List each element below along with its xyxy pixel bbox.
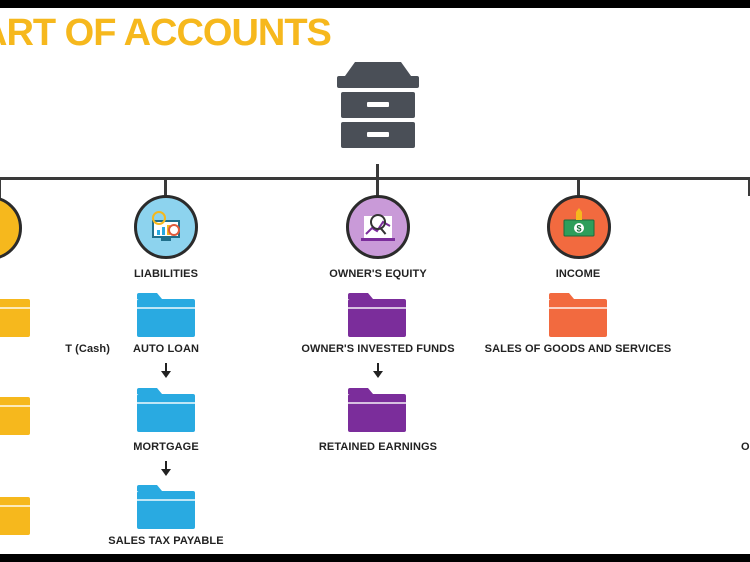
income-circle: $ xyxy=(547,195,611,259)
account-label-sales-of-goods-and-services: SALES OF GOODS AND SERVICES xyxy=(484,343,672,355)
equity-label: OWNER'S EQUITY xyxy=(329,268,427,280)
account-label-mortgage: MORTGAGE xyxy=(133,441,199,453)
account-label-sales-tax-payable: SALES TAX PAYABLE xyxy=(108,535,224,547)
account-label-auto-loan: AUTO LOAN xyxy=(132,343,200,355)
dollar-bill-icon: $ xyxy=(563,208,595,237)
expenses-account-label: O xyxy=(741,441,750,453)
income-connector xyxy=(577,178,580,196)
chart-magnifier-icon xyxy=(152,211,180,241)
page-title: ART OF ACCOUNTS xyxy=(0,12,332,54)
income-label: INCOME xyxy=(555,268,601,280)
assets-folder-icon xyxy=(0,497,30,535)
expenses-connector xyxy=(748,178,750,196)
equity-folder-icon xyxy=(348,293,406,337)
arrow-down-icon xyxy=(161,363,171,378)
liabilities-connector xyxy=(164,178,167,196)
assets-folder-icon xyxy=(0,299,30,337)
equity-folder-icon xyxy=(348,388,406,432)
assets-account-label: T (Cash) xyxy=(65,343,110,355)
income-folder-icon xyxy=(549,293,607,337)
equity-circle xyxy=(346,195,410,259)
arrow-down-icon xyxy=(373,363,383,378)
liabilities-folder-icon xyxy=(137,485,195,529)
chart-of-accounts-diagram: ART OF ACCOUNTS T (Cash) xyxy=(0,8,750,554)
assets-connector xyxy=(0,178,1,206)
liabilities-circle xyxy=(134,195,198,259)
category-connector-line xyxy=(0,177,750,180)
file-cabinet-icon xyxy=(337,62,419,148)
equity-connector xyxy=(376,178,379,196)
account-label-retained-earnings: RETAINED EARNINGS xyxy=(318,441,438,453)
assets-folder-icon xyxy=(0,397,30,435)
arrow-down-icon xyxy=(161,461,171,476)
assets-circle xyxy=(0,196,22,260)
analytics-icon xyxy=(361,214,395,241)
root-connector xyxy=(376,164,379,178)
svg-text:$: $ xyxy=(576,224,581,234)
liabilities-folder-icon xyxy=(137,293,195,337)
account-label-owners-invested-funds: OWNER'S INVESTED FUNDS xyxy=(301,343,455,355)
liabilities-label: LIABILITIES xyxy=(133,268,199,280)
liabilities-folder-icon xyxy=(137,388,195,432)
